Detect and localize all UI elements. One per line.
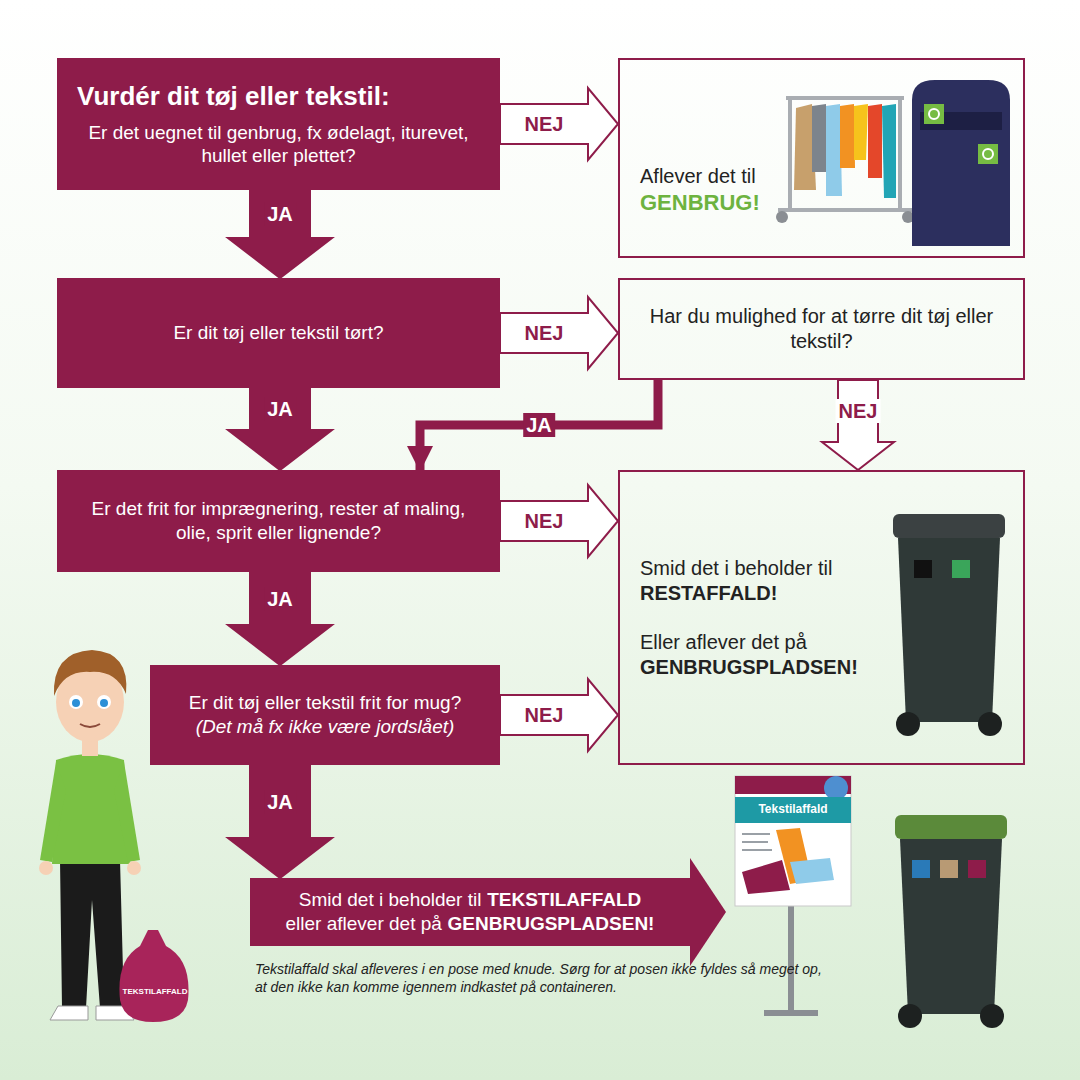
edge-label: NEJ (522, 112, 567, 136)
decision-box: Er dit tøj eller tekstil tørt? (57, 278, 500, 388)
edge-label: NEJ (522, 321, 567, 345)
node-text: GENBRUG! (640, 189, 760, 217)
node-text: Aflever det til (640, 164, 756, 189)
edge-label: JA (264, 202, 296, 226)
block-arrow (228, 190, 332, 278)
node-text: Smid det i beholder til (299, 889, 482, 910)
decision-box: Er det frit for imprægnering, rester af … (57, 470, 500, 572)
edge-label: JA (264, 587, 296, 611)
block-arrow (228, 765, 332, 878)
block-arrow (500, 485, 618, 557)
result-box: Aflever det tilGENBRUG! (618, 58, 1025, 258)
question-box: Har du mulighed for at tørre dit tøj ell… (618, 278, 1025, 380)
node-text: RESTAFFALD! (640, 581, 777, 606)
edge-label: JA (523, 413, 555, 437)
node-text: TEKSTILAFFALD (487, 889, 641, 910)
node-text: Smid det i beholder til (640, 556, 832, 581)
decision-box: Vurdér dit tøj eller tekstil: Er det uegn… (57, 58, 500, 190)
block-arrow (228, 388, 332, 470)
residual-bin (893, 514, 1005, 736)
result-box: Smid det i beholder tilRESTAFFALD! Eller … (618, 470, 1025, 765)
node-text: Er dit tøj eller tekstil frit for mug? (164, 691, 486, 715)
node-text: Er det frit for imprægnering, rester af … (85, 497, 472, 545)
block-arrow (228, 572, 332, 665)
block-arrow (500, 297, 618, 369)
node-text: Eller aflever det på (640, 630, 807, 655)
result-arrowhead (690, 858, 726, 966)
edge-label: JA (264, 790, 296, 814)
sign-label: Tekstilaffald (758, 802, 827, 818)
edge-label: JA (264, 397, 296, 421)
text-line: eller aflever det på GENBRUGSPLADSEN! (260, 912, 680, 936)
recycling-container (912, 80, 1010, 246)
block-arrow (822, 380, 894, 470)
textile-bin (895, 815, 1007, 1028)
edge-label: NEJ (522, 703, 567, 727)
clothes-rack (776, 98, 914, 223)
edge-label: NEJ (522, 509, 567, 533)
result-box: Smid det i beholder tilTEKSTILAFFALDelle… (250, 878, 690, 946)
block-arrow (500, 88, 618, 160)
node-text: Vurdér dit tøj eller tekstil: (77, 80, 480, 113)
node-text: eller aflever det på (286, 913, 442, 934)
textile-sign (735, 776, 851, 1016)
node-text: (Det må fx ikke være jordslået) (164, 715, 486, 739)
bent-arrow (420, 380, 658, 470)
textile-bag (119, 930, 188, 1022)
decision-box: Er dit tøj eller tekstil frit for mug?(D… (150, 665, 500, 765)
node-text: Er det uegnet til genbrug, fx ødelagt, i… (77, 121, 480, 169)
bag-label: TEKSTILAFFALD (123, 987, 188, 997)
text-line: Smid det i beholder tilTEKSTILAFFALD (260, 888, 680, 912)
edge-label: NEJ (836, 399, 881, 423)
note-text: Tekstilaffald skal afleveres i en pose m… (255, 960, 830, 996)
block-arrow (500, 679, 618, 751)
node-text: Har du mulighed for at tørre dit tøj ell… (640, 304, 1003, 354)
node-text: Er dit tøj eller tekstil tørt? (77, 321, 480, 345)
node-text: GENBRUGSPLADSEN! (448, 913, 655, 934)
node-text: GENBRUGSPLADSEN! (640, 655, 858, 680)
